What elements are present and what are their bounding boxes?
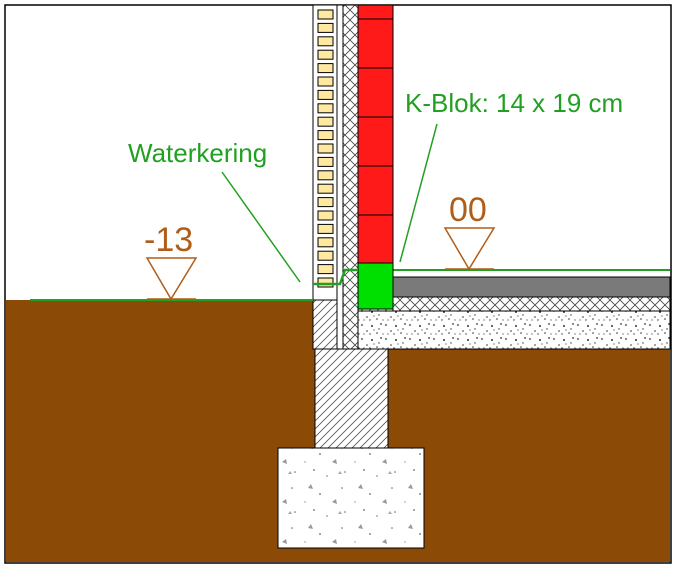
level-label-inside: 00	[449, 191, 487, 229]
facing-brick	[317, 237, 334, 248]
facing-brick	[317, 250, 334, 261]
foundation-wall	[314, 348, 389, 449]
concrete-footing	[277, 447, 425, 549]
facing-brick	[317, 63, 334, 74]
kblok-leader	[399, 123, 438, 263]
level-marker-inside	[443, 227, 496, 271]
facing-brick	[317, 223, 334, 234]
facing-brick	[317, 9, 334, 20]
facing-brick	[317, 103, 334, 114]
floor-construction	[357, 276, 671, 350]
waterkering-label: Waterkering	[128, 138, 267, 168]
facing-brick	[317, 264, 334, 275]
facing-brick	[317, 143, 334, 154]
floor-slab	[392, 276, 671, 298]
gravel-bed	[357, 310, 671, 350]
floor-insulation	[392, 296, 671, 312]
facing-brick	[317, 197, 334, 208]
facing-brick-wall	[312, 4, 338, 350]
cavity-insulation	[342, 4, 359, 350]
facing-brick	[317, 277, 334, 288]
facing-brick	[317, 170, 334, 181]
facing-brick	[317, 22, 334, 33]
facing-brick	[317, 183, 334, 194]
facing-brick	[317, 49, 334, 60]
facing-brick	[317, 210, 334, 221]
cavity	[336, 4, 344, 350]
facing-brick	[317, 116, 334, 127]
level-label-outside: -13	[144, 221, 193, 259]
kblok-label: K-Blok: 14 x 19 cm	[405, 88, 623, 118]
facing-brick	[317, 130, 334, 141]
level-marker-outside	[145, 257, 198, 301]
facing-brick	[317, 76, 334, 87]
facing-brick	[317, 156, 334, 167]
water-barrier	[313, 268, 358, 286]
facing-brick	[317, 36, 334, 47]
k-blok	[357, 262, 394, 310]
waterkering-leader	[221, 171, 301, 283]
facing-brick	[317, 89, 334, 100]
